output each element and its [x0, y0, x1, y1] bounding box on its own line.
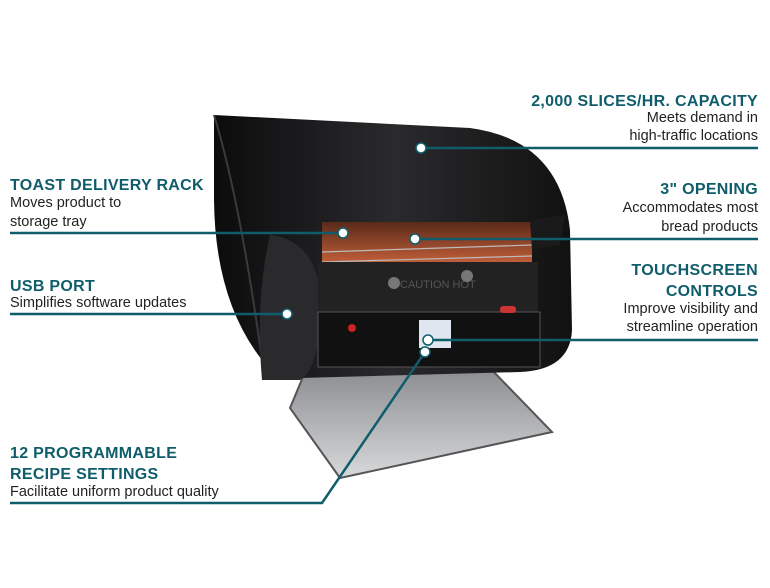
- recipes-title-2: RECIPE SETTINGS: [10, 466, 159, 483]
- usb-title: USB PORT: [10, 278, 96, 295]
- caution-label: CAUTION HOT: [400, 279, 476, 291]
- dot-usb: [281, 308, 293, 320]
- dot-capacity: [415, 142, 427, 154]
- dot-opening: [409, 233, 421, 245]
- dot-recipes: [419, 346, 431, 358]
- dot-touchscreen: [422, 334, 434, 346]
- opening-title: 3" OPENING: [660, 181, 758, 198]
- recipes-desc: Facilitate uniform product quality: [10, 484, 219, 500]
- capacity-desc-1: Meets demand in: [646, 110, 758, 126]
- touchscreen-title-1: TOUCHSCREEN: [631, 262, 758, 279]
- touchscreen-title-2: CONTROLS: [665, 283, 758, 300]
- capacity-title: 2,000 SLICES/HR. CAPACITY: [531, 93, 758, 110]
- dot-rack: [337, 227, 349, 239]
- touchscreen-desc-1: Improve visibility and: [623, 301, 758, 317]
- rack-desc-1: Moves product to: [10, 195, 122, 211]
- capacity-desc-2: high-traffic locations: [629, 128, 758, 144]
- opening-desc-1: Accommodates most: [622, 200, 758, 216]
- rack-desc-2: storage tray: [10, 214, 87, 230]
- recipes-title-1: 12 PROGRAMMABLE: [10, 445, 178, 462]
- opening-desc-2: bread products: [661, 219, 758, 235]
- caution-panel: [318, 262, 538, 312]
- touchscreen-desc-2: streamline operation: [626, 319, 758, 335]
- rack-title: TOAST DELIVERY RACK: [10, 177, 204, 194]
- side-panel: [259, 235, 322, 380]
- usb-desc: Simplifies software updates: [10, 295, 187, 311]
